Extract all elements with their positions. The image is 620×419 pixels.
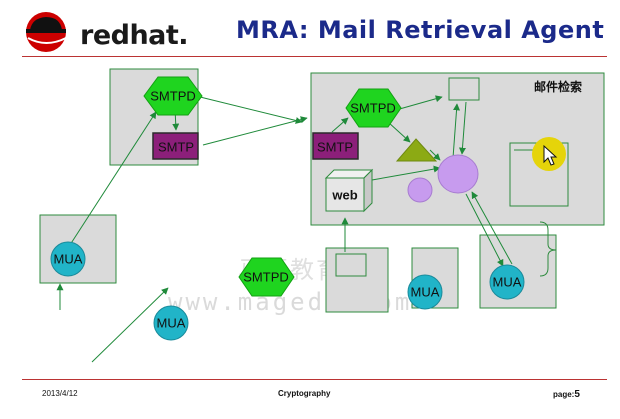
redhat-logo-icon: [26, 12, 67, 52]
footer-divider: [22, 379, 607, 380]
label-web: web: [332, 187, 358, 203]
mail-retrieval-label: 邮件检索: [534, 80, 583, 94]
web-cube-side: [363, 168, 373, 213]
footer-date: 2013/4/12: [42, 389, 78, 398]
label-mua-mid: MUA: [410, 284, 440, 300]
mouse-cursor-icon: [543, 144, 558, 166]
label-smtp-top: SMTP: [157, 139, 195, 155]
web-client-inner-box: [335, 253, 367, 277]
smtpd-node-top: [143, 76, 203, 116]
label-smtp-right: SMTP: [316, 139, 354, 155]
footer-page-number: 5: [574, 389, 580, 400]
smtpd-node-bottom: [238, 257, 295, 297]
filter-triangle: [395, 138, 438, 162]
mailbox-circle-small: [407, 177, 433, 203]
mua-node-mid: [407, 274, 443, 310]
header-divider: [22, 56, 607, 57]
label-smtpd-bottom: SMTPD: [243, 269, 289, 285]
web-node: [325, 177, 365, 212]
label-mua-right: MUA: [492, 274, 522, 290]
footer-page-label: page:: [553, 390, 575, 399]
label-smtpd-right: SMTPD: [350, 100, 396, 116]
arrow-mailbox-to-circle-b: [458, 101, 467, 155]
label-mua-bottom: MUA: [156, 315, 186, 331]
footer-topic: Cryptography: [278, 389, 331, 398]
label-mua-left: MUA: [53, 251, 83, 267]
arrow-circle-to-mua-right-a: [465, 193, 504, 267]
smtpd-node-right: [345, 88, 402, 128]
arrow-diagonal-bottom: [91, 287, 169, 363]
smtp-node-right: [312, 132, 359, 160]
arrow-mua-left-to-smtpd: [67, 111, 157, 249]
footer-page: page:5: [553, 389, 580, 400]
arrow-smtp-to-smtpd-right: [331, 117, 349, 133]
smtp-node-top: [152, 132, 199, 160]
arrow-smtpd-to-triangle: [387, 121, 411, 143]
label-smtpd-top: SMTPD: [150, 88, 196, 104]
arrow-triangle-to-circle: [429, 149, 441, 161]
arrow-smtp-to-smtp: [202, 116, 308, 146]
slide-title: MRA: Mail Retrieval Agent: [236, 16, 605, 44]
arrow-web-to-circle: [371, 165, 441, 181]
mua-node-right: [489, 264, 525, 300]
mua-node-left: [50, 241, 86, 277]
mua-node-bottom: [153, 305, 189, 341]
arrow-smtpd-to-smtpd: [195, 95, 303, 124]
arrow-smtpd-to-mailbox: [395, 95, 443, 111]
arrow-mua-right-to-circle-b: [471, 191, 513, 265]
mailbox-circle-large: [437, 154, 479, 194]
mailbox-small-box: [448, 77, 480, 101]
arrow-circle-to-mailbox-a: [452, 103, 461, 159]
brace: [539, 221, 557, 277]
brand-name: redhat.: [80, 20, 189, 51]
